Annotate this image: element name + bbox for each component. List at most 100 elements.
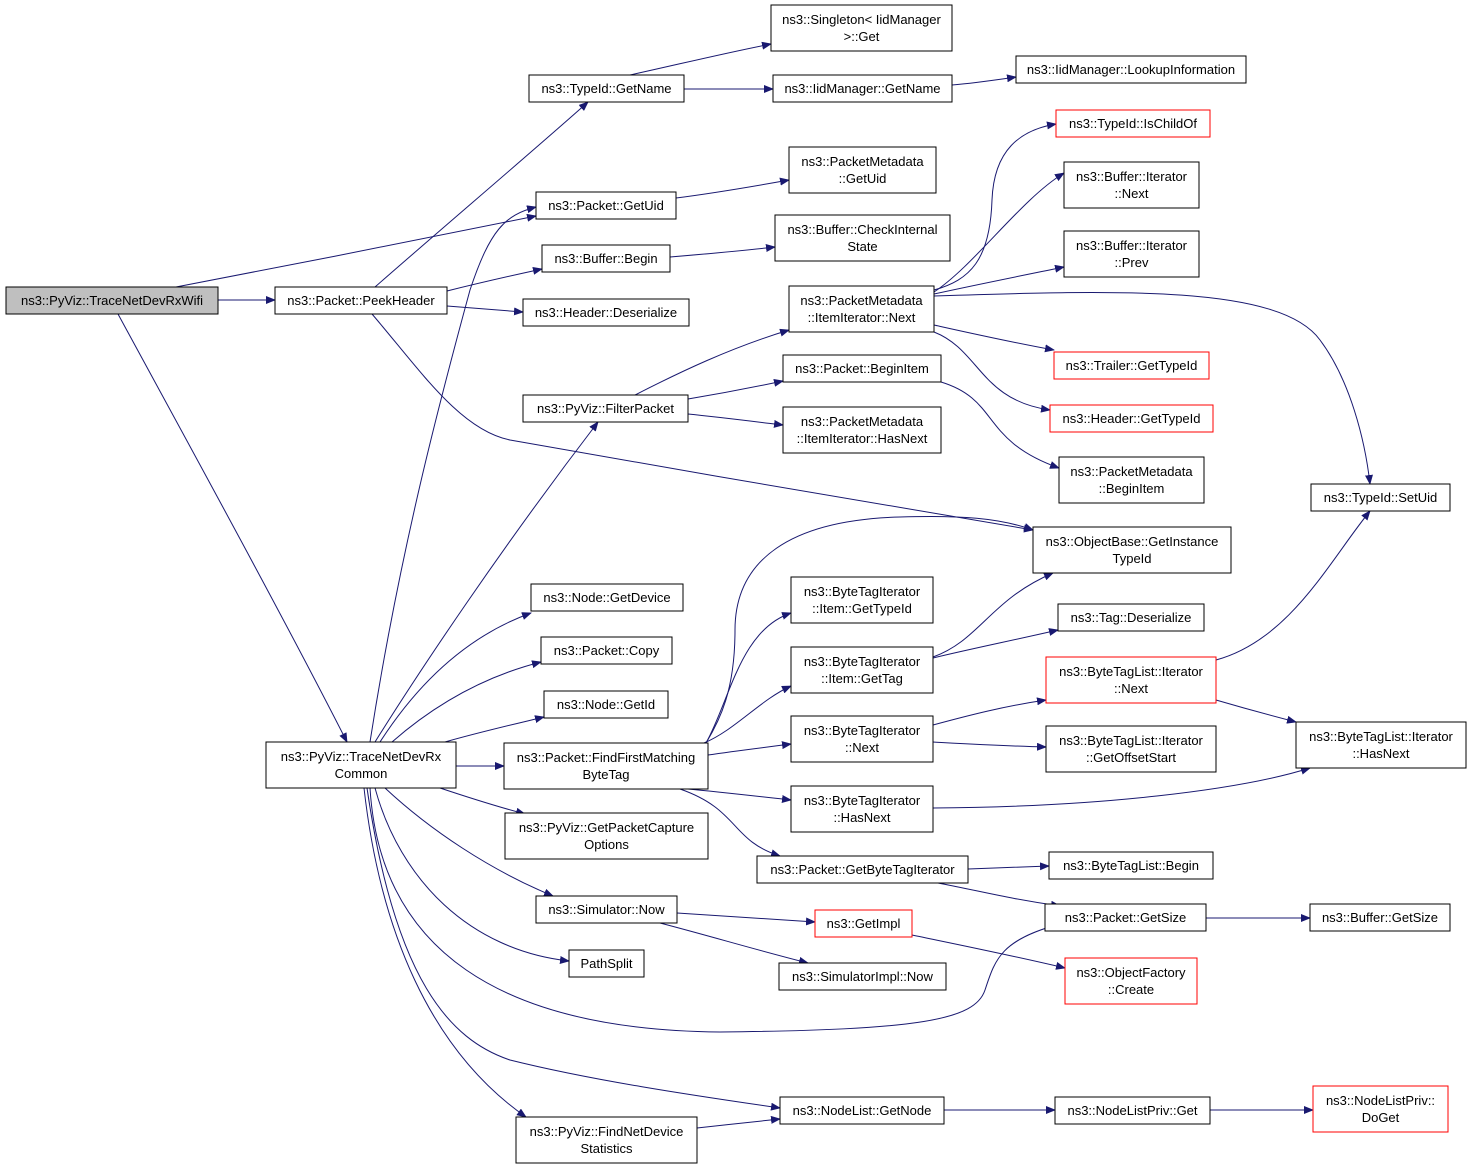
node-box[interactable] [1054,1096,1211,1125]
graph-node-packet-copy[interactable]: ns3::Packet::Copy [540,636,673,665]
node-box[interactable] [1063,230,1200,278]
graph-node-pm-itemiterator-hasnext[interactable]: ns3::PacketMetadata::ItemIterator::HasNe… [782,406,942,454]
node-box[interactable] [1032,526,1232,574]
node-box[interactable] [568,949,645,978]
graph-node-pm-getuid[interactable]: ns3::PacketMetadata::GetUid [788,146,937,194]
graph-node-simulatorimpl-now[interactable]: ns3::SimulatorImpl::Now [778,962,947,991]
graph-node-tag-deserialize[interactable]: ns3::Tag::Deserialize [1057,603,1205,632]
node-box[interactable] [1063,161,1200,209]
graph-node-btl-iterator-getoffsetstart[interactable]: ns3::ByteTagList::Iterator::GetOffsetSta… [1045,725,1217,773]
node-box[interactable] [265,741,457,789]
node-box[interactable] [1058,456,1205,504]
graph-node-node-getdevice[interactable]: ns3::Node::GetDevice [530,583,684,612]
node-box[interactable] [1045,725,1217,773]
node-box[interactable] [1312,1085,1449,1133]
graph-node-bti-hasnext[interactable]: ns3::ByteTagIterator::HasNext [790,785,934,833]
graph-node-getimpl[interactable]: ns3::GetImpl [814,909,913,938]
node-box[interactable] [1045,656,1217,704]
graph-node-typeid-ischildof[interactable]: ns3::TypeId::IsChildOf [1055,109,1211,138]
graph-node-trailer-gettypeid[interactable]: ns3::Trailer::GetTypeId [1053,351,1210,380]
node-box[interactable] [779,1096,945,1125]
node-box[interactable] [503,742,709,790]
node-box[interactable] [790,646,934,694]
node-box[interactable] [504,812,709,860]
node-box[interactable] [274,286,448,315]
node-box[interactable] [535,191,677,220]
graph-node-iid-getname[interactable]: ns3::IidManager::GetName [772,74,953,103]
graph-node-buffer-iterator-next[interactable]: ns3::Buffer::Iterator::Next [1063,161,1200,209]
graph-node-btl-iterator-next[interactable]: ns3::ByteTagList::Iterator::Next [1045,656,1217,704]
graph-node-bti-next[interactable]: ns3::ByteTagIterator::Next [790,715,934,763]
graph-node-peekheader[interactable]: ns3::Packet::PeekHeader [274,286,448,315]
node-box[interactable] [790,715,934,763]
graph-node-nodelistpriv-get[interactable]: ns3::NodeListPriv::Get [1054,1096,1211,1125]
node-box[interactable] [1064,957,1198,1005]
node-box[interactable] [528,74,685,103]
graph-node-packet-getuid[interactable]: ns3::Packet::GetUid [535,191,677,220]
graph-node-pathsplit[interactable]: PathSplit [568,949,645,978]
graph-node-packet-getsize[interactable]: ns3::Packet::GetSize [1044,903,1207,932]
node-box[interactable] [522,394,689,423]
graph-node-packet-beginitem[interactable]: ns3::Packet::BeginItem [782,354,942,383]
graph-node-pm-beginitem[interactable]: ns3::PacketMetadata::BeginItem [1058,456,1205,504]
node-box[interactable] [1044,903,1207,932]
node-box[interactable] [515,1116,698,1164]
graph-node-typeid-setuid[interactable]: ns3::TypeId::SetUid [1310,483,1451,512]
node-box[interactable] [540,636,673,665]
graph-node-typeid-getname[interactable]: ns3::TypeId::GetName [528,74,685,103]
graph-node-buffer-getsize[interactable]: ns3::Buffer::GetSize [1309,903,1451,932]
node-box[interactable] [756,855,969,884]
graph-node-root[interactable]: ns3::PyViz::TraceNetDevRxWifi [5,286,219,315]
node-box[interactable] [522,298,690,327]
graph-node-singleton-get[interactable]: ns3::Singleton< IidManager>::Get [770,4,953,52]
graph-node-packet-getbytetagiterator[interactable]: ns3::Packet::GetByteTagIterator [756,855,969,884]
graph-node-nodelist-getnode[interactable]: ns3::NodeList::GetNode [779,1096,945,1125]
graph-node-header-gettypeid[interactable]: ns3::Header::GetTypeId [1049,404,1214,433]
graph-node-buffer-iterator-prev[interactable]: ns3::Buffer::Iterator::Prev [1063,230,1200,278]
graph-node-pm-itemiterator-next[interactable]: ns3::PacketMetadata::ItemIterator::Next [788,285,935,333]
node-box[interactable] [530,583,684,612]
node-box[interactable] [1309,903,1451,932]
graph-node-nodelistpriv-doget[interactable]: ns3::NodeListPriv::DoGet [1312,1085,1449,1133]
node-box[interactable] [788,146,937,194]
graph-node-simulator-now[interactable]: ns3::Simulator::Now [535,895,678,924]
node-box[interactable] [814,909,913,938]
node-box[interactable] [1055,109,1211,138]
node-box[interactable] [1310,483,1451,512]
node-box[interactable] [782,406,942,454]
node-box[interactable] [543,690,669,719]
graph-node-filterpacket[interactable]: ns3::PyViz::FilterPacket [522,394,689,423]
graph-node-btl-iterator-hasnext[interactable]: ns3::ByteTagList::Iterator::HasNext [1295,721,1467,769]
node-box[interactable] [772,74,953,103]
node-box[interactable] [5,286,219,315]
node-box[interactable] [1049,404,1214,433]
node-box[interactable] [541,244,671,273]
node-box[interactable] [1053,351,1210,380]
node-box[interactable] [1015,55,1247,84]
node-box[interactable] [1057,603,1205,632]
node-box[interactable] [782,354,942,383]
graph-node-btl-begin[interactable]: ns3::ByteTagList::Begin [1048,851,1214,880]
node-box[interactable] [770,4,953,52]
graph-node-header-deserialize[interactable]: ns3::Header::Deserialize [522,298,690,327]
node-box[interactable] [778,962,947,991]
node-box[interactable] [774,214,951,262]
node-box[interactable] [790,785,934,833]
graph-node-node-getid[interactable]: ns3::Node::GetId [543,690,669,719]
graph-node-bti-item-gettypeid[interactable]: ns3::ByteTagIterator::Item::GetTypeId [790,576,934,624]
node-box[interactable] [535,895,678,924]
node-box[interactable] [1295,721,1467,769]
graph-node-objectfactory-create[interactable]: ns3::ObjectFactory::Create [1064,957,1198,1005]
graph-node-iid-lookup[interactable]: ns3::IidManager::LookupInformation [1015,55,1247,84]
node-box[interactable] [788,285,935,333]
graph-node-buffer-begin[interactable]: ns3::Buffer::Begin [541,244,671,273]
node-box[interactable] [1048,851,1214,880]
node-box[interactable] [790,576,934,624]
graph-node-bti-item-gettag[interactable]: ns3::ByteTagIterator::Item::GetTag [790,646,934,694]
